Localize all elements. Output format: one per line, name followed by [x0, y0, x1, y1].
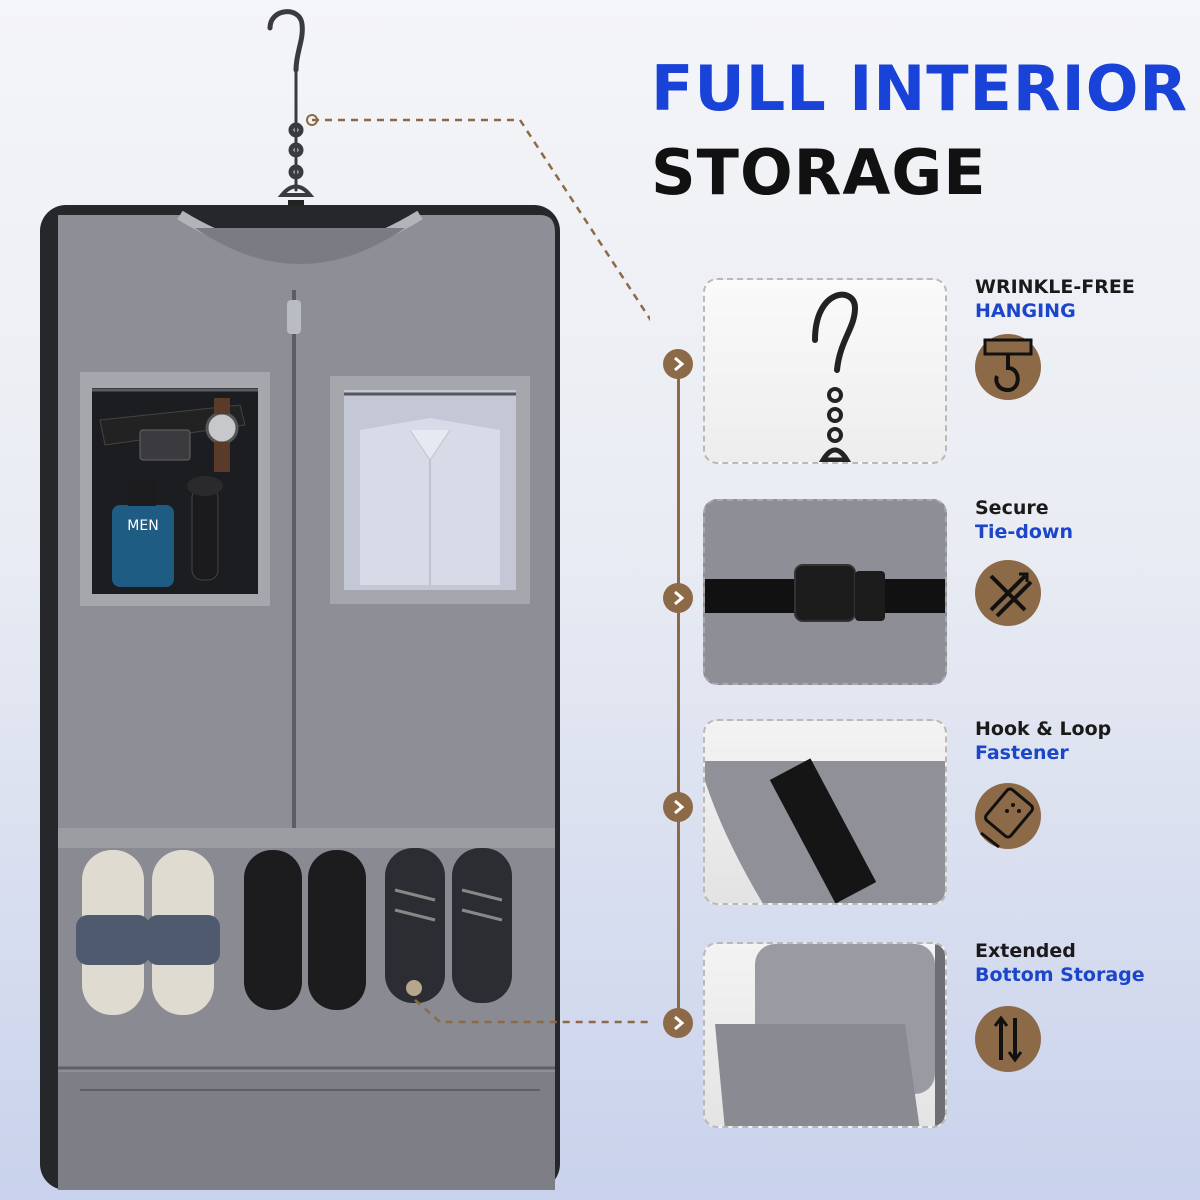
expand-arrows-icon — [975, 1006, 1041, 1072]
card-hook-loop — [703, 719, 947, 905]
bottle-label: MEN — [127, 518, 158, 534]
hook-photo — [812, 291, 859, 462]
bag-hook — [267, 9, 315, 197]
feature-1-title: WRINKLE-FREE — [975, 276, 1135, 298]
chevron-3-icon — [663, 792, 693, 822]
hanger-hook-icon — [975, 334, 1041, 400]
buckle-photo — [705, 564, 945, 622]
chevron-2-icon — [663, 583, 693, 613]
feature-3-subtitle: Fastener — [975, 742, 1069, 764]
chevron-4-icon — [663, 1008, 693, 1038]
card-hanging — [703, 278, 947, 464]
feature-3-title: Hook & Loop — [975, 718, 1112, 740]
heading-line-2: STORAGE — [651, 136, 987, 209]
chevron-1-icon — [663, 349, 693, 379]
feature-4-subtitle: Bottom Storage — [975, 964, 1145, 986]
velcro-photo — [705, 758, 945, 903]
loafers — [244, 850, 366, 1010]
feature-2-title: Secure — [975, 497, 1049, 519]
feature-1-subtitle: HANGING — [975, 300, 1076, 322]
slides — [76, 850, 220, 1015]
card-tie-down — [703, 499, 947, 685]
feature-2-subtitle: Tie-down — [975, 521, 1073, 543]
card-extended-storage — [703, 942, 947, 1128]
sneakers — [385, 848, 512, 1003]
crossed-straps-icon — [975, 560, 1041, 626]
connector-line — [677, 360, 680, 1020]
velcro-patch-icon — [975, 783, 1041, 849]
heading-line-1: FULL INTERIOR — [651, 52, 1189, 125]
feature-4-title: Extended — [975, 940, 1076, 962]
bottom-storage-photo — [715, 944, 945, 1126]
garment-bag-illustration: MEN — [40, 9, 650, 1190]
